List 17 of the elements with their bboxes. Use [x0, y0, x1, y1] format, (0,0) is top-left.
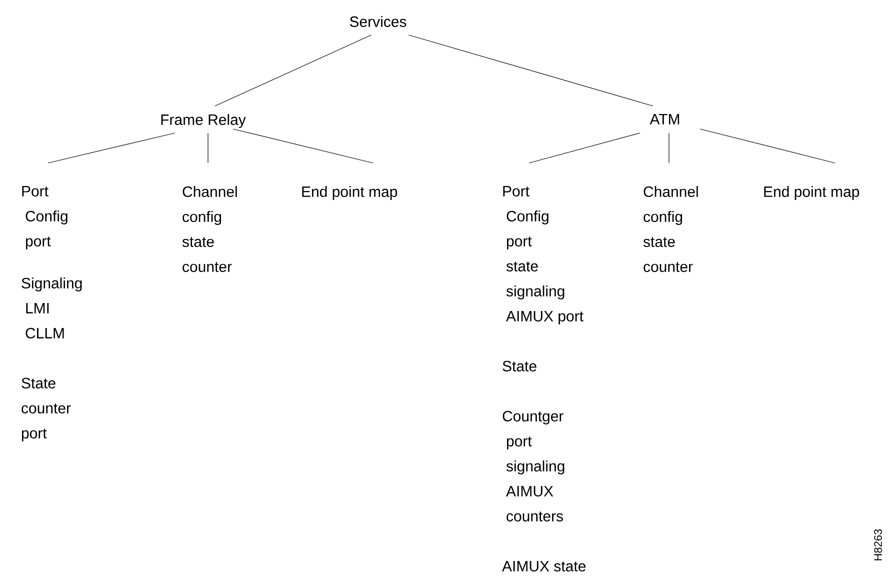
tree-line — [668, 132, 670, 164]
tree-line — [214, 34, 372, 106]
item-text: End point map — [302, 186, 398, 200]
tree-line — [232, 128, 374, 164]
item-list: Channel config state counter — [643, 186, 698, 272]
item-list: Port Config port state signaling AIMUX port State Countger port signaling AIMUX counters AIMUX state — [502, 186, 586, 572]
item-text: End point map — [764, 186, 860, 200]
heading-text: Services — [350, 16, 406, 28]
category-text: ATM — [650, 114, 680, 124]
figure-number: H8263 — [874, 529, 882, 560]
category-text: Frame Relay — [161, 114, 246, 128]
item-list: Channel config state counter — [182, 186, 237, 272]
tree-line — [408, 34, 654, 106]
tree-line — [48, 132, 176, 164]
tree-line — [528, 132, 640, 164]
tree-line — [700, 128, 836, 164]
item-list: Port Config port Signaling LMI CLLM State counter port — [22, 186, 82, 442]
